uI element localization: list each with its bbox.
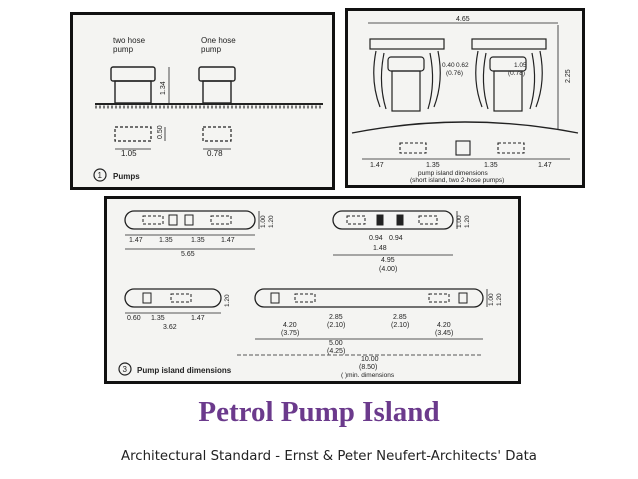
figure-number: 1: [98, 171, 103, 180]
island-2-pumps: [346, 214, 438, 226]
island-4-dimension-b: (2.10): [327, 322, 345, 329]
island-1-height: 1.20: [268, 215, 275, 228]
island-3-row-2: 1.35: [151, 315, 165, 322]
island-2-row-1: 0.94: [369, 235, 383, 242]
island-2-dimension-b: 4.95: [381, 257, 395, 264]
island-4-dimension-l: (8.50): [359, 364, 377, 371]
island-1-outline: [124, 210, 256, 230]
island-4-dimension-f: (3.75): [281, 330, 299, 337]
island-3-height: 1.20: [224, 294, 231, 307]
canopy-left: [369, 38, 445, 112]
island-4-dimension-h: (3.45): [435, 330, 453, 337]
dimension-c: (0.76): [446, 70, 463, 77]
island-4-height: 1.20: [496, 293, 503, 306]
island-2-outline: [332, 210, 454, 230]
two-hose-pump-plan: [114, 126, 152, 142]
island-2-width: 1.00: [456, 215, 463, 228]
two-hose-label-line2: pump: [113, 45, 134, 54]
pump-island-drawing: 4.65 2.25 0.40 0.62 (0.76) 1.05 (0.78): [345, 8, 585, 188]
dimension-e: (0.78): [508, 70, 525, 77]
one-hose-label-line1: One hose: [201, 36, 236, 45]
two-hose-label-line1: two hose: [113, 36, 146, 45]
pump-island-svg: 4.65 2.25 0.40 0.62 (0.76) 1.05 (0.78): [351, 16, 579, 184]
height-dimension: 1.34: [160, 81, 167, 95]
island-1-row-1: 1.47: [129, 237, 143, 244]
pumps-svg: two hose pump One hose pump 1.34 0.50 1.…: [93, 36, 323, 182]
island-caption-line2: (short island, two 2-hose pumps): [410, 177, 504, 184]
island-1-pumps: [142, 214, 232, 226]
two-hose-pump-elevation: [110, 66, 156, 104]
dimension-d: 1.05: [514, 62, 527, 69]
island-row-2: 1.35: [426, 162, 440, 169]
pumps-drawing: two hose pump One hose pump 1.34 0.50 1.…: [70, 12, 335, 190]
island-4-dimension-a: 2.85: [329, 314, 343, 321]
island-row-3: 1.35: [484, 162, 498, 169]
island-2-row-2: 0.94: [389, 235, 403, 242]
pump-island-dimensions-svg: 1.00 1.20 1.47 1.35 1.35 1.47 5.65 1.00 …: [118, 210, 503, 379]
island-1-row-3: 1.35: [191, 237, 205, 244]
figure-number-circle: [93, 168, 107, 182]
figure-3-circle: [118, 362, 132, 376]
island-height-dimension: 2.25: [565, 69, 572, 83]
source-caption: Architectural Standard - Ernst & Peter N…: [121, 449, 537, 464]
min-dimensions-note: ( )min. dimensions: [341, 372, 395, 379]
depth-dimension: 0.50: [157, 125, 164, 139]
island-4-dimension-d: (2.10): [391, 322, 409, 329]
canopy-right: [471, 38, 547, 112]
slide-title: Petrol Pump Island: [198, 396, 440, 428]
island-3-row-3: 1.47: [191, 315, 205, 322]
island-4-outline: [254, 288, 484, 308]
one-hose-label-line2: pump: [201, 45, 222, 54]
island-4-width: 1.00: [488, 293, 495, 306]
figure-3-number: 3: [123, 365, 128, 374]
island-3-pumps: [142, 292, 192, 304]
island-4-pumps: [270, 292, 468, 304]
island-2-dimension-c: (4.00): [379, 266, 397, 273]
one-hose-pump-elevation: [198, 66, 236, 104]
island-plan: [399, 140, 525, 156]
island-4-dimension-e: 4.20: [283, 322, 297, 329]
island-4-dimension-k: 10.00: [361, 356, 379, 363]
island-row-1: 1.47: [370, 162, 384, 169]
dimension-b: 0.62: [456, 62, 469, 69]
island-1-row-4: 1.47: [221, 237, 235, 244]
island-3-outline: [124, 288, 222, 308]
island-4-dimension-g: 4.20: [437, 322, 451, 329]
island-2-dimension-a: 1.48: [373, 245, 387, 252]
island-caption-line1: pump island dimensions: [418, 170, 488, 177]
dimension-a: 0.40: [442, 62, 455, 69]
island-4-dimension-c: 2.85: [393, 314, 407, 321]
island-outline: [351, 121, 579, 134]
one-hose-width-dimension: 0.78: [207, 149, 223, 158]
island-2-height: 1.20: [464, 215, 471, 228]
island-total-dimension: 4.65: [456, 16, 470, 23]
figure-3-label: Pump island dimensions: [137, 366, 232, 375]
island-3-row-1: 0.60: [127, 315, 141, 322]
island-3-total: 3.62: [163, 324, 177, 331]
island-4-dimension-i: 5.00: [329, 340, 343, 347]
island-1-row-2: 1.35: [159, 237, 173, 244]
one-hose-pump-plan: [202, 126, 232, 142]
island-1-width: 1.00: [260, 215, 267, 228]
island-4-dimension-j: (4.25): [327, 348, 345, 355]
figure-label: Pumps: [113, 172, 140, 181]
island-1-total: 5.65: [181, 251, 195, 258]
island-row-4: 1.47: [538, 162, 552, 169]
pump-island-dimensions-drawing: 1.00 1.20 1.47 1.35 1.35 1.47 5.65 1.00 …: [104, 196, 521, 384]
two-hose-width-dimension: 1.05: [121, 149, 137, 158]
